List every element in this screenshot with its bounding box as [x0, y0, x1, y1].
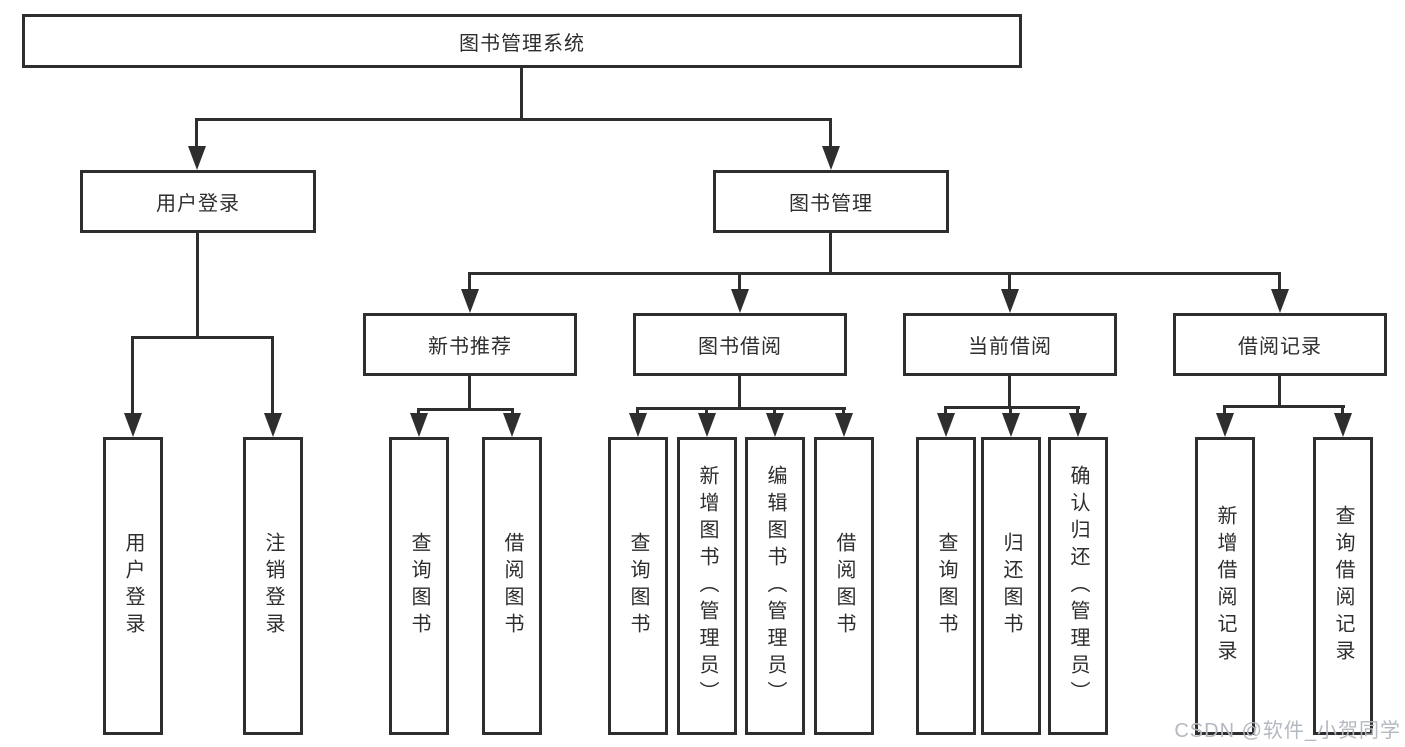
connector-line [1223, 405, 1226, 415]
arrowhead-down [937, 413, 955, 437]
arrowhead-down [1216, 413, 1234, 437]
leaf-query-books-2: 查询图书 [608, 437, 668, 735]
connector-line [195, 118, 198, 150]
arrowhead-down [188, 146, 206, 170]
connector-line [131, 336, 134, 417]
connector-line [131, 336, 274, 339]
arrowhead-down [835, 413, 853, 437]
connector-line [636, 407, 639, 416]
arrowhead-down [822, 146, 840, 170]
connector-line [520, 68, 523, 118]
arrowhead-down [264, 413, 282, 437]
leaf-query-books-3: 查询图书 [916, 437, 976, 735]
node-book-borrow: 图书借阅 [633, 313, 847, 376]
connector-line [1008, 376, 1011, 406]
connector-line [1278, 272, 1281, 292]
connector-line [468, 272, 1281, 275]
arrowhead-down [461, 289, 479, 313]
leaf-return-book: 归还图书 [981, 437, 1041, 735]
arrowhead-down [503, 413, 521, 437]
connector-line [468, 272, 471, 292]
connector-line [636, 407, 846, 410]
connector-line [1223, 405, 1345, 408]
arrowhead-down [1001, 289, 1019, 313]
arrowhead-down [1069, 413, 1087, 437]
leaf-logout: 注销登录 [243, 437, 303, 735]
node-book-management: 图书管理 [713, 170, 949, 233]
arrowhead-down [1271, 289, 1289, 313]
connector-line [468, 376, 471, 408]
connector-line [738, 272, 741, 292]
connector-line [1278, 375, 1281, 405]
connector-line [944, 406, 1080, 409]
arrowhead-down [698, 413, 716, 437]
leaf-user-login: 用户登录 [103, 437, 163, 735]
leaf-query-borrow-record: 查询借阅记录 [1313, 437, 1373, 735]
node-user-login: 用户登录 [80, 170, 316, 233]
arrowhead-down [1334, 413, 1352, 437]
connector-line [842, 407, 845, 416]
csdn-watermark: CSDN @软件_小贺同学 [1174, 720, 1401, 742]
connector-line [829, 233, 832, 272]
connector-line [829, 118, 832, 150]
node-current-borrow: 当前借阅 [903, 313, 1117, 376]
connector-line [738, 376, 741, 407]
connector-line [1009, 406, 1012, 416]
leaf-confirm-return-admin: 确认归还（管理员） [1048, 437, 1108, 735]
leaf-borrow-books-2: 借阅图书 [814, 437, 874, 735]
arrowhead-down [731, 289, 749, 313]
leaf-add-book-admin: 新增图书（管理员） [677, 437, 737, 735]
connector-line [417, 408, 420, 416]
connector-line [944, 406, 947, 416]
arrowhead-down [766, 413, 784, 437]
connector-line [1008, 272, 1011, 292]
node-borrow-records: 借阅记录 [1173, 313, 1387, 376]
connector-line [705, 407, 708, 416]
arrowhead-down [1002, 413, 1020, 437]
arrowhead-down [410, 413, 428, 437]
arrowhead-down [629, 413, 647, 437]
connector-line [1076, 406, 1079, 416]
leaf-query-books-1: 查询图书 [389, 437, 449, 735]
leaf-borrow-books-1: 借阅图书 [482, 437, 542, 735]
connector-line [773, 407, 776, 416]
arrowhead-down [124, 413, 142, 437]
node-library-management-system: 图书管理系统 [22, 14, 1022, 68]
connector-line [271, 336, 274, 417]
node-new-book-recommend: 新书推荐 [363, 313, 577, 376]
connector-line [1341, 405, 1344, 415]
connector-line [195, 118, 832, 121]
connector-line [196, 233, 199, 336]
leaf-edit-book-admin: 编辑图书（管理员） [745, 437, 805, 735]
connector-line [417, 408, 514, 411]
leaf-add-borrow-record: 新增借阅记录 [1195, 437, 1255, 735]
connector-line [511, 408, 514, 416]
